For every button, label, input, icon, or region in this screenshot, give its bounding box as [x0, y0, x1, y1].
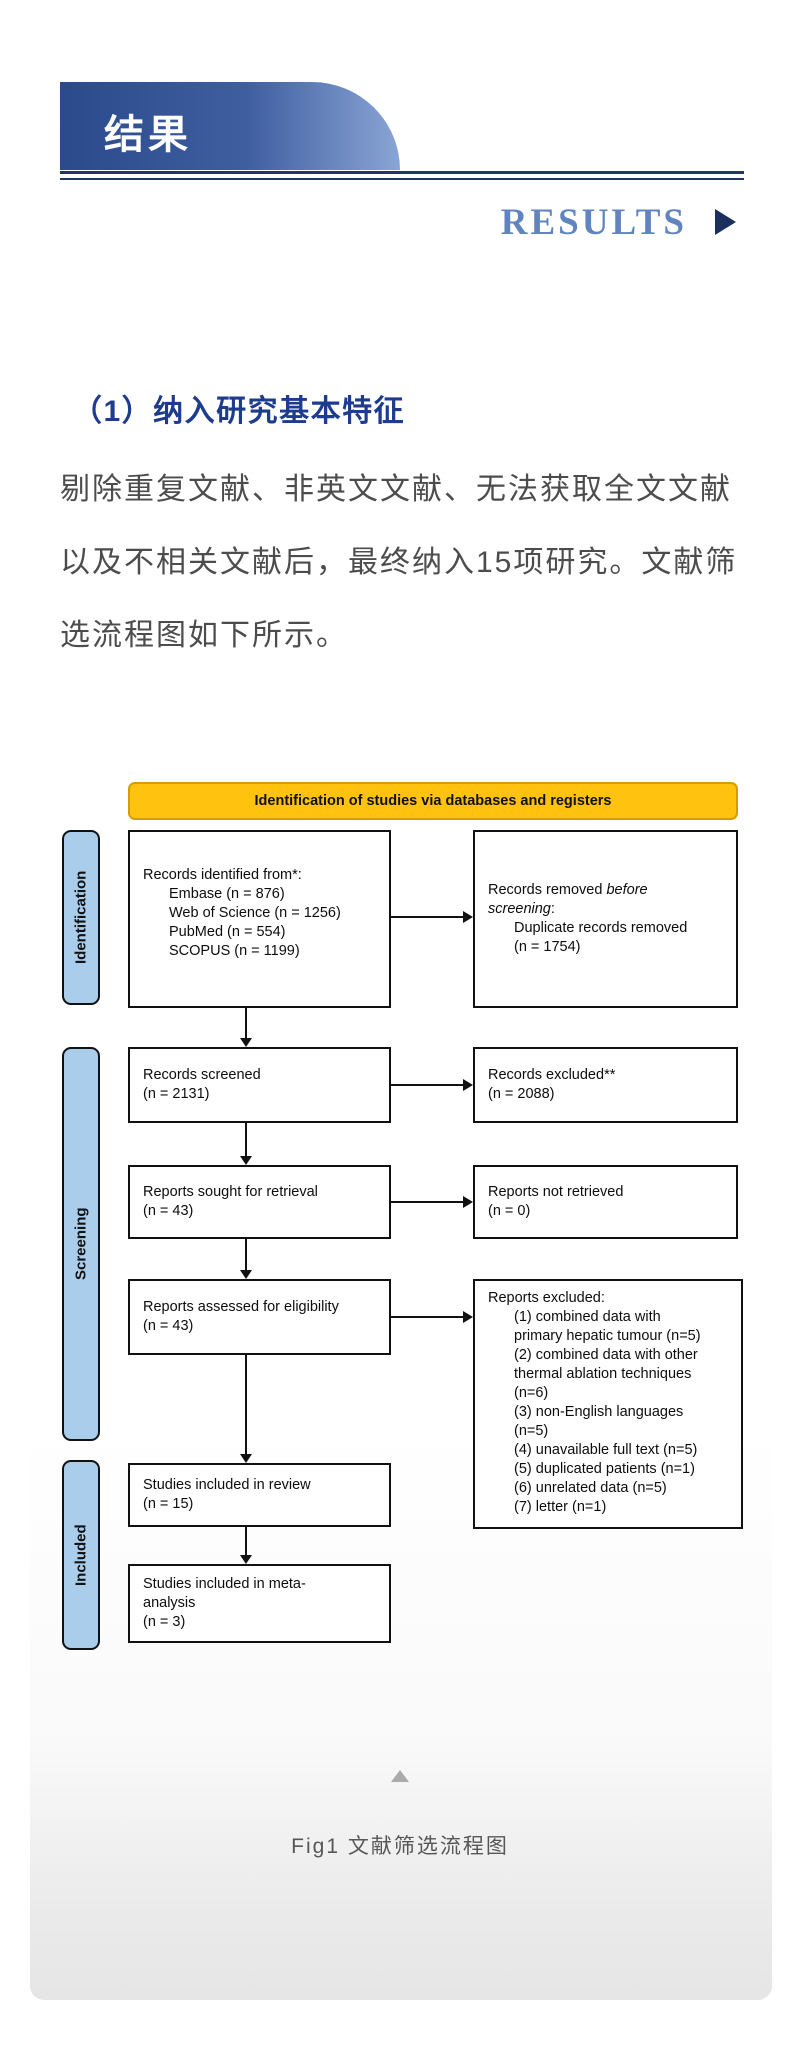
arrow-right-icon [463, 911, 473, 923]
arrow-right-icon [463, 1079, 473, 1091]
arrow-line-right-3 [391, 1201, 464, 1203]
arrow-down-icon [240, 1038, 252, 1047]
arrow-line-down-3 [245, 1239, 247, 1271]
flow-box-line: (n = 2131) [143, 1086, 210, 1102]
flow-box-records-identified: Records identified from*: Embase (n = 876… [128, 830, 391, 1008]
flow-box-reports-not-retrieved: Reports not retrieved (n = 0) [473, 1165, 738, 1239]
flow-box-line: (n=5) [514, 1423, 549, 1439]
flow-box-line: Records screened [143, 1067, 261, 1083]
flow-box-line: (2) combined data with other [514, 1347, 698, 1363]
arrow-line-down-2 [245, 1123, 247, 1157]
flow-box-line: Records excluded** [488, 1067, 616, 1083]
flow-box-line: (7) letter (n=1) [514, 1499, 607, 1515]
flow-box-line: (n = 0) [488, 1203, 531, 1219]
flow-box-line: Embase (n = 876) [169, 886, 285, 902]
flow-box-line: (n = 3) [143, 1614, 186, 1630]
arrow-right-icon [463, 1311, 473, 1323]
flow-box-reports-assessed: Reports assessed for eligibility (n = 43) [128, 1279, 391, 1355]
paragraph-line: 选流程图如下所示。 [60, 619, 348, 652]
results-arrow-icon [715, 209, 736, 235]
flow-box-line: (n=6) [514, 1385, 549, 1401]
section-title-en: RESULTS [500, 201, 687, 243]
flow-box-line: thermal ablation techniques [514, 1366, 692, 1382]
flow-box-records-screened: Records screened (n = 2131) [128, 1047, 391, 1123]
collapse-triangle-icon [391, 1770, 409, 1782]
arrow-line-down-4 [245, 1355, 247, 1455]
flow-box-line: (n = 1754) [514, 939, 581, 955]
section-tab: 结果 [60, 82, 400, 170]
flow-box-line: (3) non-English languages [514, 1404, 684, 1420]
flow-box-line: (1) combined data with [514, 1309, 661, 1325]
flow-box-line: (n = 43) [143, 1203, 194, 1219]
flow-box-records-removed: Records removed before screening: Duplicat… [473, 830, 738, 1008]
stage-label-identification: Identification [62, 830, 100, 1005]
flow-box-reports-excluded: Reports excluded: (1) combined data with p… [473, 1279, 743, 1529]
flow-box-line: (n = 2088) [488, 1086, 555, 1102]
flow-box-studies-review: Studies included in review (n = 15) [128, 1463, 391, 1527]
flow-box-line: (4) unavailable full text (n=5) [514, 1442, 698, 1458]
arrow-line-right-1 [391, 916, 464, 918]
flow-box-line: (n = 15) [143, 1496, 194, 1512]
flow-box-line: PubMed (n = 554) [169, 924, 286, 940]
flow-box-line: (6) unrelated data (n=5) [514, 1480, 667, 1496]
arrow-line-down-1 [245, 1008, 247, 1039]
flow-box-line: (5) duplicated patients (n=1) [514, 1461, 695, 1477]
flow-box-line: analysis [143, 1595, 196, 1611]
stage-label-included: Included [62, 1460, 100, 1650]
flow-box-line: Web of Science (n = 1256) [169, 905, 341, 921]
flow-box-line: Reports excluded: [488, 1290, 605, 1306]
arrow-down-icon [240, 1270, 252, 1279]
flowchart-banner: Identification of studies via databases … [128, 782, 738, 820]
flow-box-records-excluded: Records excluded** (n = 2088) [473, 1047, 738, 1123]
header-divider-top [60, 171, 744, 174]
subsection-heading: （1）纳入研究基本特征 [72, 395, 406, 428]
section-tab-label: 结果 [104, 112, 192, 157]
header-divider-bottom [60, 178, 744, 180]
figure-caption: Fig1 文献筛选流程图 [291, 1835, 509, 1858]
flow-box-line: Records removed before [488, 882, 648, 898]
flow-box-line: Reports assessed for eligibility [143, 1299, 339, 1315]
flow-box-reports-sought: Reports sought for retrieval (n = 43) [128, 1165, 391, 1239]
flow-box-line: Studies included in meta- [143, 1576, 306, 1592]
arrow-right-icon [463, 1196, 473, 1208]
paragraph-line: 以及不相关文献后，最终纳入15项研究。文献筛 [60, 546, 738, 579]
flow-box-line: Reports not retrieved [488, 1184, 624, 1200]
flow-box-studies-meta: Studies included in meta-analysis (n = 3) [128, 1564, 391, 1643]
arrow-down-icon [240, 1454, 252, 1463]
flow-box-line: Records identified from*: [143, 867, 302, 883]
arrow-line-right-4 [391, 1316, 464, 1318]
flow-box-line: SCOPUS (n = 1199) [169, 943, 300, 959]
flow-box-line: Duplicate records removed [514, 920, 688, 936]
flow-box-line: Studies included in review [143, 1477, 311, 1493]
flow-box-line: Reports sought for retrieval [143, 1184, 318, 1200]
flow-box-line: (n = 43) [143, 1318, 194, 1334]
flow-box-line: primary hepatic tumour (n=5) [514, 1328, 701, 1344]
arrow-down-icon [240, 1156, 252, 1165]
paragraph-line: 剔除重复文献、非英文文献、无法获取全文文献 [60, 473, 732, 506]
arrow-line-right-2 [391, 1084, 464, 1086]
flow-box-line: screening: [488, 901, 555, 917]
stage-label-screening: Screening [62, 1047, 100, 1441]
section-title-row: RESULTS [0, 200, 736, 244]
arrow-down-icon [240, 1555, 252, 1564]
arrow-line-down-5 [245, 1527, 247, 1556]
